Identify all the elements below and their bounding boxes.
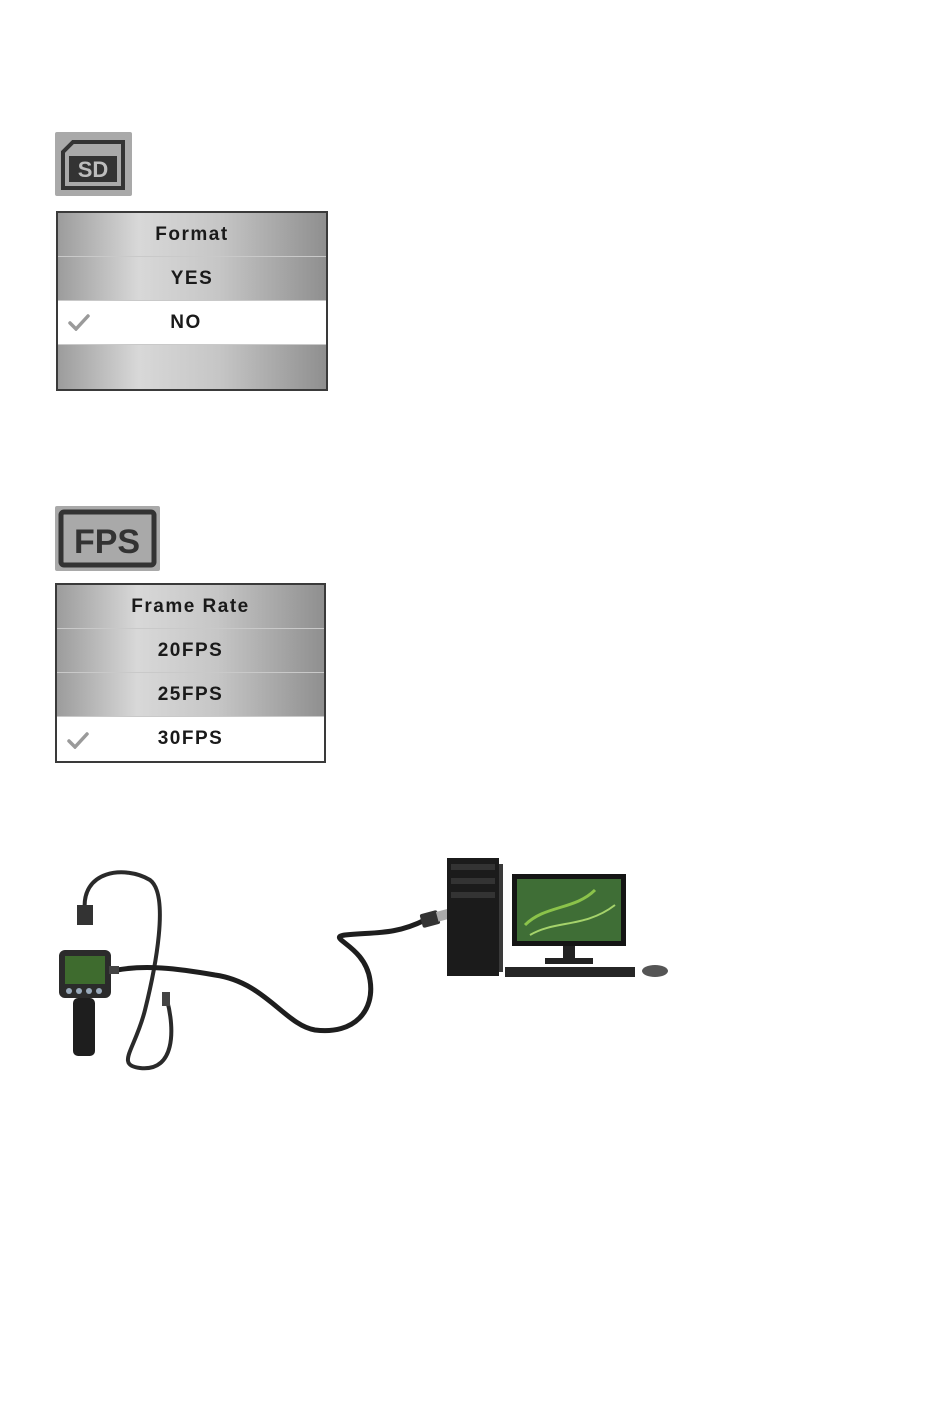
usb-connection-illustration <box>55 850 680 1090</box>
format-option-yes[interactable]: YES <box>58 257 326 301</box>
fps-option-20[interactable]: 20FPS <box>57 629 324 673</box>
sd-card-icon: SD <box>55 132 132 196</box>
format-menu-empty-row <box>58 345 326 389</box>
format-menu: Format YES NO <box>56 211 328 391</box>
frame-rate-menu: Frame Rate 20FPS 25FPS 30FPS <box>55 583 326 763</box>
pc-tower <box>447 858 503 976</box>
fps-icon-label: FPS <box>74 523 140 561</box>
inspection-camera <box>59 905 119 1056</box>
format-menu-title: Format <box>58 213 326 257</box>
frame-rate-menu-title: Frame Rate <box>57 585 324 629</box>
format-title-text: Format <box>155 224 228 246</box>
sd-icon-label: SD <box>78 157 109 182</box>
frame-rate-title-text: Frame Rate <box>131 596 250 618</box>
checkmark-icon <box>68 313 90 331</box>
fps-option-label: 20FPS <box>158 640 224 662</box>
monitor <box>512 874 626 964</box>
mouse <box>642 965 668 977</box>
keyboard <box>505 967 635 977</box>
fps-option-25[interactable]: 25FPS <box>57 673 324 717</box>
fps-option-30[interactable]: 30FPS <box>57 717 324 761</box>
fps-option-label: 25FPS <box>158 684 224 706</box>
format-option-label: NO <box>170 312 202 334</box>
format-option-label: YES <box>171 268 214 290</box>
checkmark-icon <box>67 731 89 749</box>
fps-option-label: 30FPS <box>158 728 224 750</box>
fps-icon: FPS <box>55 506 160 571</box>
format-option-no[interactable]: NO <box>58 301 326 345</box>
usb-cable <box>117 908 452 1030</box>
